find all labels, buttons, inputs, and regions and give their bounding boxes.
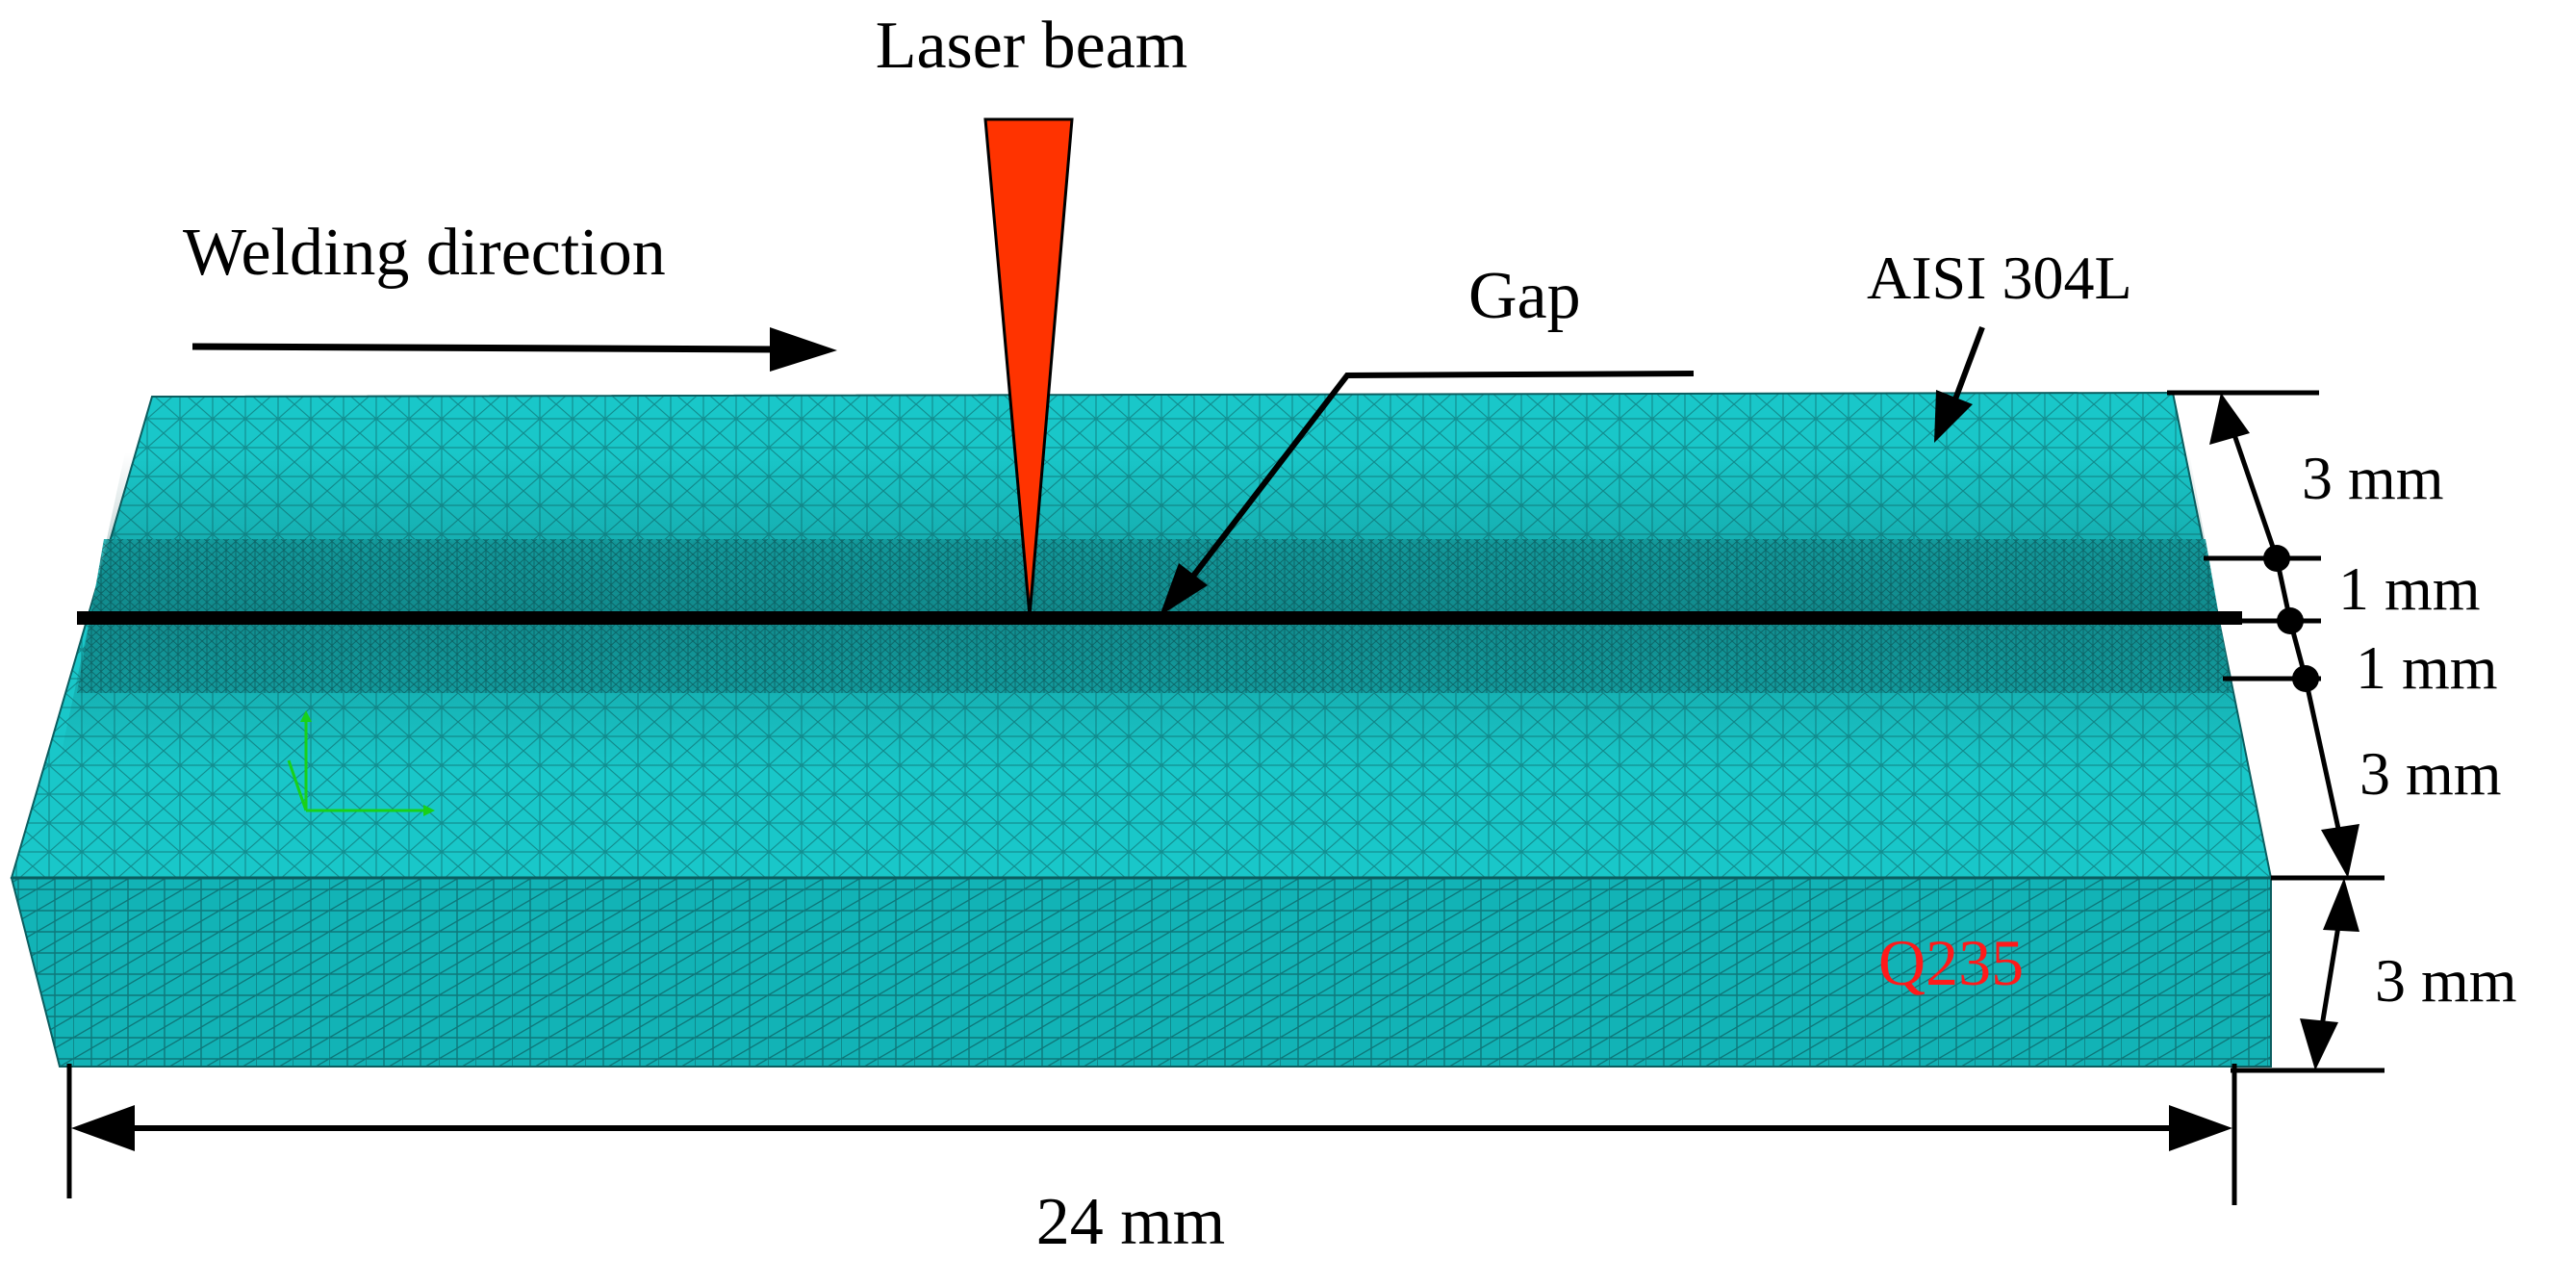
coordinate-triad-icon [287,710,435,816]
gap-label: Gap [1468,259,1581,333]
dim-1mm-lower-label: 1 mm [2356,633,2498,702]
dim-3mm-middle-label: 3 mm [2359,739,2502,808]
laser-beam-label: Laser beam [876,9,1188,83]
welding-direction-arrow [191,327,837,372]
vertical-dimensions [2167,390,2385,1073]
dim-3mm-q235-label: 3 mm [2375,946,2517,1015]
dim-3mm-top-label: 3 mm [2302,444,2444,512]
q235-label: Q235 [1878,926,2024,999]
laser-beam-icon [983,117,1074,617]
welding-direction-label: Welding direction [183,216,666,290]
aisi-leader [1934,325,1985,443]
length-dimension [66,1064,2237,1205]
dim-1mm-upper-label: 1 mm [2338,554,2481,623]
gap-leader [1160,371,1695,616]
aisi-304l-label: AISI 304L [1867,244,2132,312]
dim-24mm-label: 24 mm [1036,1185,1225,1259]
